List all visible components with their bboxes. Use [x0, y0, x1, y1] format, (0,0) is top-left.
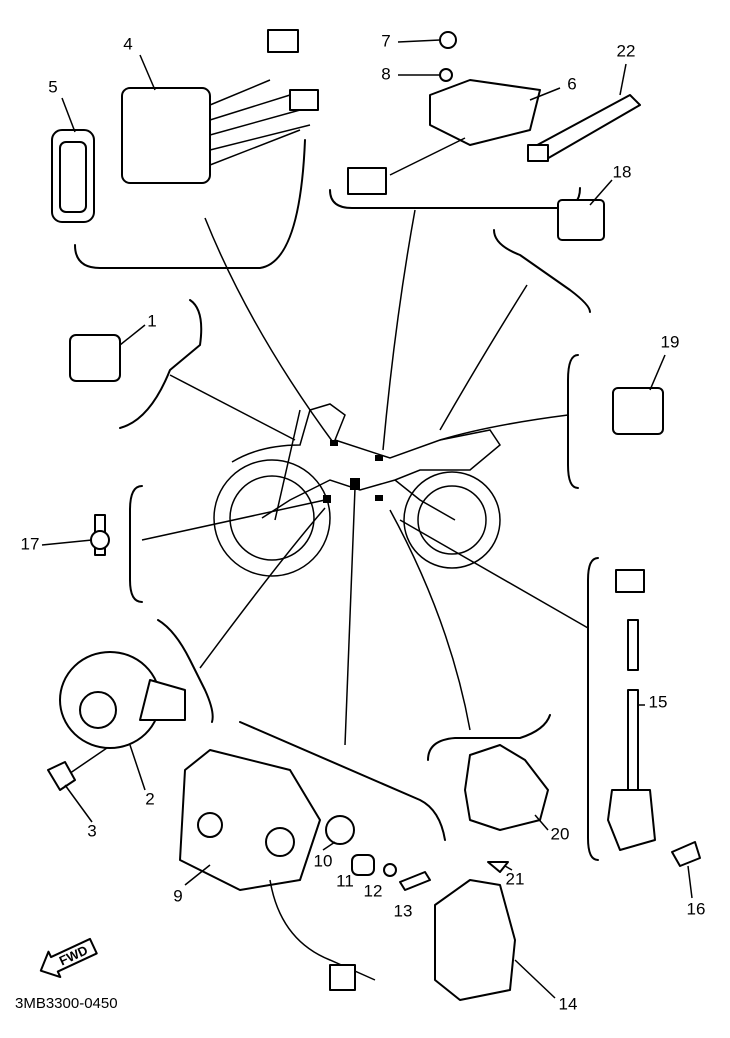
part-6-rectifier	[429, 79, 541, 146]
part-label-8: 8	[381, 64, 390, 83]
part-label-12: 12	[364, 881, 383, 900]
part-label-13: 13	[394, 901, 413, 920]
part-16-screw	[671, 841, 701, 867]
part-14-cover	[434, 879, 516, 1001]
part-20-relay	[464, 744, 549, 831]
part-1-flasher	[69, 334, 121, 382]
part-label-4: 4	[123, 34, 132, 53]
group-brackets	[74, 139, 599, 861]
part-8-washer	[439, 68, 453, 82]
leader-lines	[59, 209, 589, 781]
part-label-2: 2	[145, 789, 154, 808]
label-pointers	[41, 39, 693, 999]
part-label-17: 17	[21, 534, 40, 553]
part-label-10: 10	[314, 851, 333, 870]
part-label-5: 5	[48, 77, 57, 96]
part-label-15: 15	[649, 692, 668, 711]
part-label-7: 7	[381, 31, 390, 50]
part-12-washer	[383, 863, 397, 877]
part-10-grommet	[325, 815, 355, 845]
part-11-collar	[351, 854, 375, 876]
part-label-18: 18	[613, 162, 632, 181]
part-7-screw	[439, 31, 457, 49]
part-4-cdi-unit	[121, 87, 211, 184]
part-label-3: 3	[87, 821, 96, 840]
part-3-bolt	[47, 761, 76, 791]
fwd-arrow-icon: FWD	[39, 937, 98, 979]
part-label-16: 16	[687, 899, 706, 918]
part-label-1: 1	[147, 311, 156, 330]
motorcycle-outline	[213, 403, 501, 577]
part-label-14: 14	[559, 994, 578, 1013]
part-21-damper	[487, 861, 509, 873]
part-18-relay	[557, 199, 605, 241]
part-19-relay	[612, 387, 664, 435]
part-15-connector	[615, 569, 645, 593]
part-13-bolt	[399, 871, 431, 891]
part-label-22: 22	[617, 41, 636, 60]
part-label-11: 11	[336, 871, 354, 890]
part-label-20: 20	[551, 824, 570, 843]
part-label-9: 9	[173, 886, 182, 905]
drawing-code: 3MB3300-0450	[15, 995, 118, 1012]
part-label-19: 19	[661, 332, 680, 351]
parts	[47, 29, 701, 1001]
part-label-21: 21	[506, 869, 525, 888]
part-label-6: 6	[567, 74, 576, 93]
